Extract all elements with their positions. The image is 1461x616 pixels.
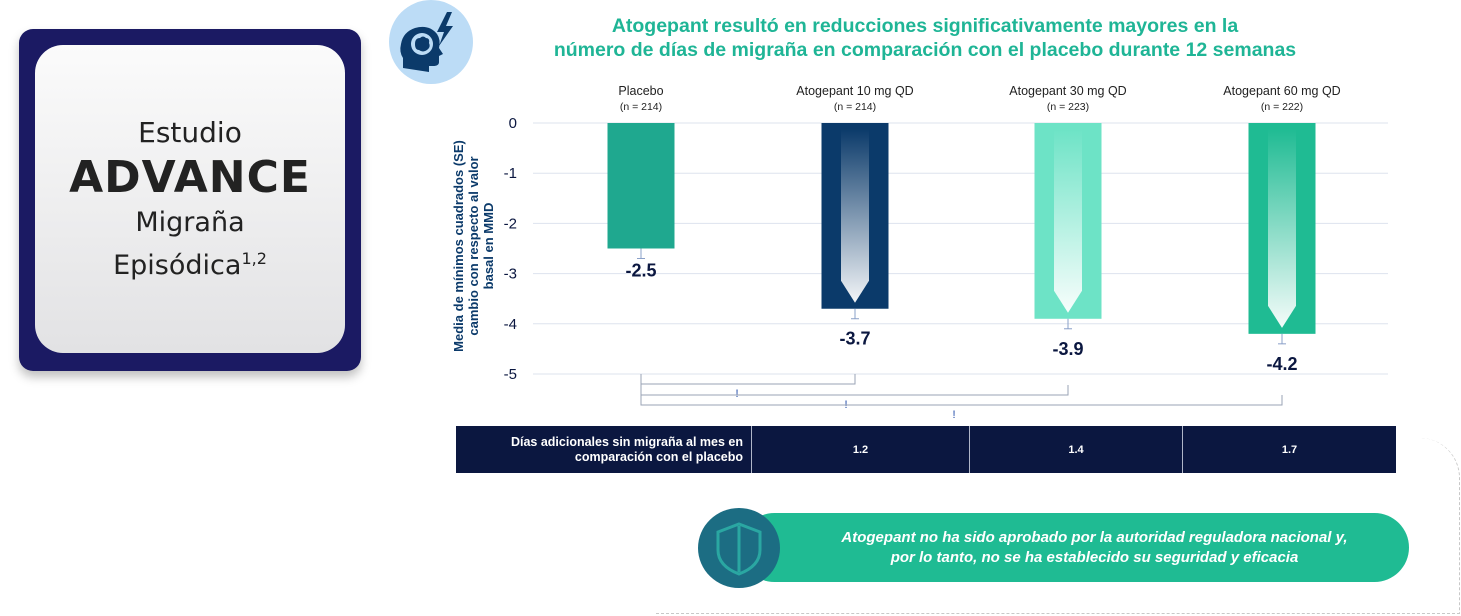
regulatory-notice: Atogepant no ha sido aprobado por la aut…: [740, 513, 1409, 582]
value-label: -4.2: [1266, 354, 1297, 374]
study-condition-line2: Episódica1,2: [113, 241, 267, 284]
y-tick-label: -1: [504, 165, 517, 182]
n-label: (n = 222): [1261, 101, 1303, 113]
notice-line2: por lo tanto, no se ha establecido su se…: [890, 548, 1299, 566]
chart-title-line1: Atogepant resultó en reducciones signifi…: [611, 15, 1239, 37]
table-cell-10mg: 1.2: [752, 426, 970, 473]
study-condition-text: Episódica: [113, 249, 242, 281]
shield-icon: [698, 508, 780, 588]
study-condition-line1: Migraña: [135, 206, 245, 238]
y-tick-label: -5: [504, 366, 517, 383]
down-arrow: [1054, 129, 1082, 313]
down-arrow: [1268, 129, 1296, 328]
significance-bracket: [640, 374, 856, 385]
study-name: ADVANCE: [69, 151, 311, 203]
bar: [607, 123, 675, 249]
significance-mark: !: [952, 409, 955, 421]
chart-title-line2: número de días de migraña en comparación…: [553, 39, 1297, 61]
y-tick-label: -3: [504, 266, 517, 283]
significance-bracket: [640, 374, 1283, 406]
y-tick-label: 0: [509, 115, 517, 132]
study-card: Estudio ADVANCE Migraña Episódica1,2: [19, 29, 361, 371]
value-label: -3.9: [1052, 339, 1083, 359]
y-tick-label: -4: [504, 316, 517, 333]
n-label: (n = 223): [1047, 101, 1089, 113]
n-label: (n = 214): [834, 101, 876, 113]
category-label: Atogepant 10 mg QD: [796, 84, 913, 98]
dashed-outline: [656, 438, 1460, 614]
brain-lightning-icon: [389, 0, 473, 84]
value-label: -3.7: [839, 329, 870, 349]
notice-line1: Atogepant no ha sido aprobado por la aut…: [841, 528, 1348, 546]
value-label: -2.5: [625, 261, 656, 281]
table-cell-30mg: 1.4: [970, 426, 1183, 473]
y-tick-label: -2: [504, 215, 517, 232]
reference-superscript: 1,2: [241, 248, 267, 268]
significance-mark: !: [735, 388, 738, 400]
down-arrow: [841, 129, 869, 303]
study-card-inner: Estudio ADVANCE Migraña Episódica1,2: [35, 45, 345, 353]
y-axis-label-line: cambio con respecto al valor: [466, 156, 481, 335]
y-axis-label-line: Media de mínimos cuadrados (SE): [451, 140, 466, 352]
y-axis-label-line: basal en MMD: [481, 203, 496, 290]
n-label: (n = 214): [620, 101, 662, 113]
table-cell-60mg: 1.7: [1281, 443, 1298, 456]
category-label: Atogepant 60 mg QD: [1223, 84, 1340, 98]
chart-title: Atogepant resultó en reducciones signifi…: [480, 14, 1370, 62]
category-label: Atogepant 30 mg QD: [1009, 84, 1126, 98]
category-label: Placebo: [618, 84, 663, 98]
study-label: Estudio: [138, 115, 242, 149]
